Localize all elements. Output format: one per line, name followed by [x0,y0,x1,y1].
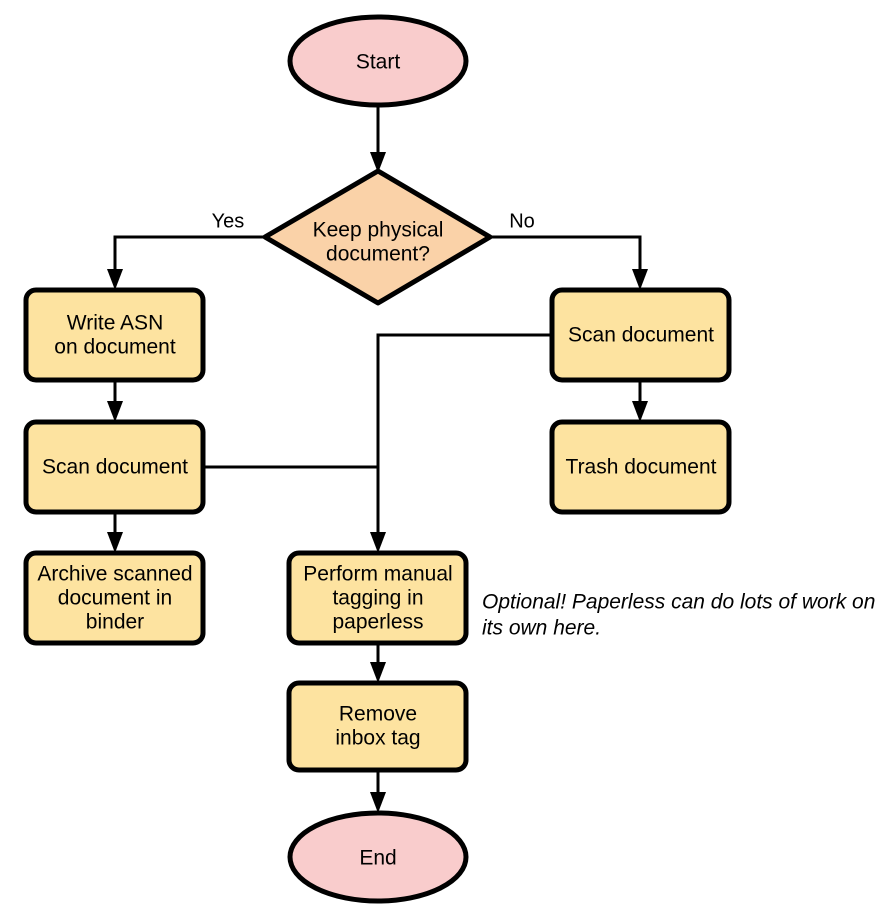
archive-label-line3: binder [86,611,144,634]
node-perform-manual-tagging[interactable]: Perform manual tagging in paperless [286,550,469,646]
annotation-optional-note: Optional! Paperless can do lots of work … [482,591,875,640]
archive-box-shape [23,550,206,646]
write-asn-label-line1: Write ASN [67,312,163,335]
node-trash-document[interactable]: Trash document [549,419,732,515]
scan-left-box-shape [23,419,206,515]
node-start[interactable]: Start [287,14,469,108]
edge-decision-yes-to-write-asn [107,235,265,290]
decision-label-line2: document? [326,243,430,266]
tagging-label-line2: tagging in [332,587,423,610]
edge-label-no: No [509,210,535,232]
archive-label-line1: Archive scanned [37,563,192,586]
node-decision-keep-physical-document[interactable]: Keep physical document? [262,168,493,306]
node-archive-scanned-document[interactable]: Archive scanned document in binder [23,550,206,646]
edge-remove-inbox-to-end [370,770,386,813]
edge-scan-right-to-trash [632,380,648,422]
decision-diamond-shape [262,168,493,306]
decision-label-line1: Keep physical [313,219,444,242]
node-remove-inbox-tag[interactable]: Remove inbox tag [286,680,469,773]
write-asn-label-line2: on document [54,336,176,359]
start-label: Start [356,51,401,74]
remove-inbox-box-shape [286,680,469,773]
remove-inbox-label-line2: inbox tag [335,727,420,750]
end-label: End [359,847,396,870]
archive-label-line2: document in [58,587,172,610]
scan-right-box-shape [549,287,732,383]
trash-box-shape [549,419,732,515]
tagging-label-line1: Perform manual [303,563,452,586]
node-scan-document-left[interactable]: Scan document [23,419,206,515]
write-asn-box-shape [23,287,206,383]
scan-left-label: Scan document [42,456,188,479]
edge-start-to-decision [370,104,386,173]
optional-note-line2: its own here. [482,617,601,640]
end-ellipse-shape [287,810,469,904]
edge-scan-right-to-tagging [370,333,552,553]
node-scan-document-right[interactable]: Scan document [549,287,732,383]
edge-label-yes: Yes [212,210,245,232]
scan-right-label: Scan document [568,324,714,347]
tagging-box-shape [286,550,469,646]
optional-note-line1: Optional! Paperless can do lots of work … [482,591,875,614]
edge-scan-left-to-archive [107,512,123,553]
node-end[interactable]: End [287,810,469,904]
start-ellipse-shape [287,14,469,108]
node-write-asn-on-document[interactable]: Write ASN on document [23,287,206,383]
remove-inbox-label-line1: Remove [339,703,417,726]
edge-write-asn-to-scan-left [107,380,123,422]
edge-decision-no-to-scan-right [490,235,648,290]
tagging-label-line3: paperless [332,611,423,634]
trash-label: Trash document [566,456,717,479]
edge-tagging-to-remove-inbox [370,643,386,683]
